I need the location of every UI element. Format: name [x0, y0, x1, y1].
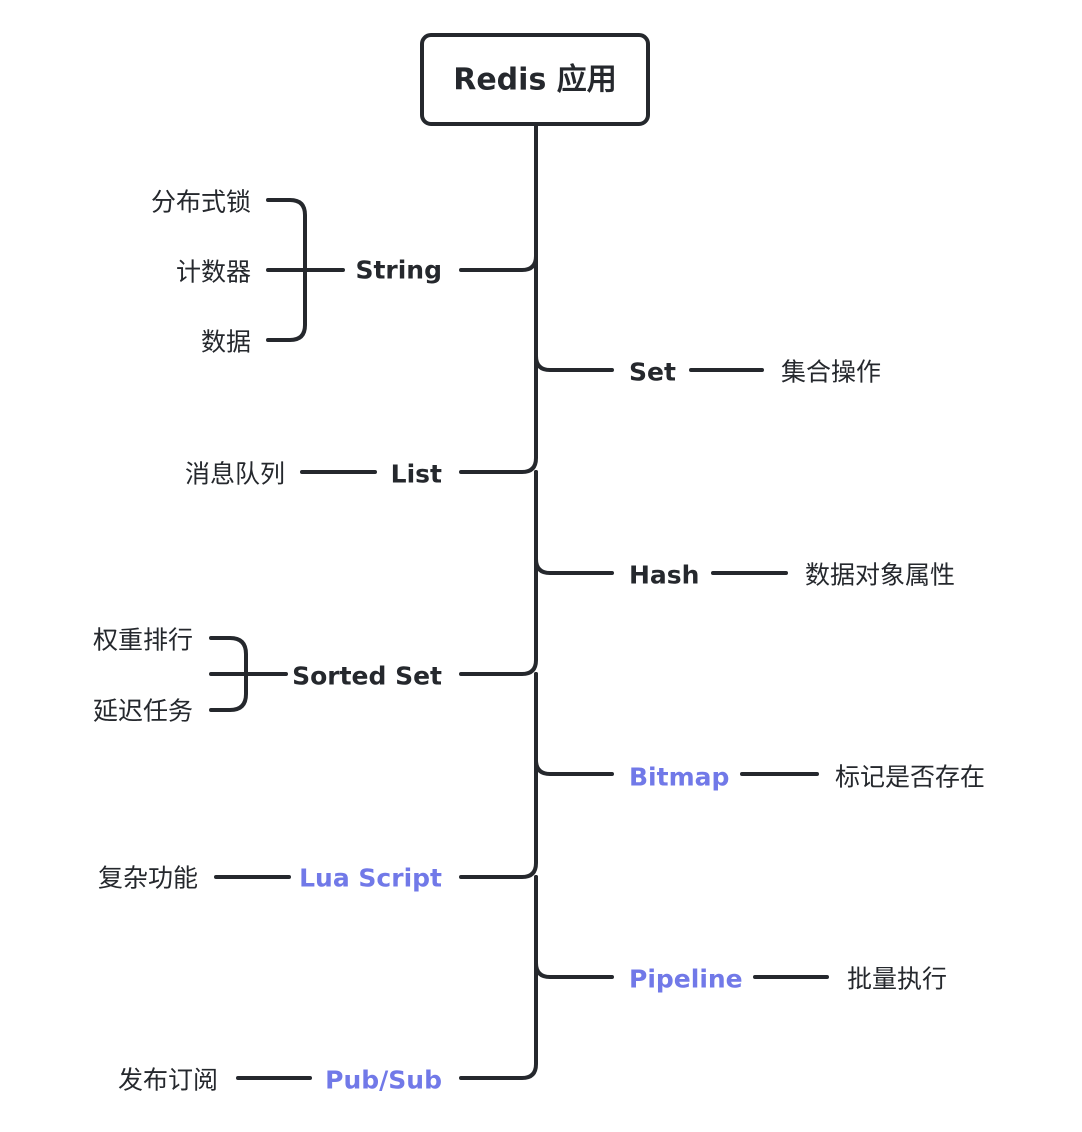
leaf-mark-exists[interactable]: 标记是否存在	[835, 763, 985, 792]
leaf-set-operations[interactable]: 集合操作	[781, 358, 881, 387]
edge-root-pipeline	[534, 875, 614, 979]
leaf-counter[interactable]: 计数器	[176, 258, 251, 287]
edge-root-sorted-set	[459, 470, 538, 676]
leaf-distributed-lock[interactable]: 分布式锁	[151, 188, 251, 217]
edge-root-lua-script	[459, 672, 538, 879]
root-box	[420, 33, 650, 126]
node-pipeline[interactable]: Pipeline	[629, 965, 743, 994]
branch-nodes: String Set List Hash Sorted Set Bitmap L…	[292, 256, 743, 1095]
edge-string-children	[266, 198, 345, 342]
edge-root-string	[459, 198, 538, 272]
node-pub-sub[interactable]: Pub/Sub	[325, 1066, 442, 1095]
edge-sorted-set-children	[209, 636, 288, 712]
leaf-batch-execution[interactable]: 批量执行	[847, 965, 947, 994]
leaf-data[interactable]: 数据	[201, 328, 251, 357]
root-label: Redis 应用	[453, 63, 617, 98]
node-set[interactable]: Set	[629, 358, 676, 387]
leaf-nodes: 分布式锁 计数器 数据 集合操作 消息队列 数据对象属性 权重排行 延迟任务 标…	[93, 188, 985, 1095]
node-sorted-set[interactable]: Sorted Set	[292, 662, 442, 691]
leaf-publish-subscribe[interactable]: 发布订阅	[118, 1066, 218, 1095]
root-node[interactable]: Redis 应用	[420, 33, 650, 126]
edge-root-hash	[534, 470, 614, 575]
leaf-message-queue[interactable]: 消息队列	[185, 460, 285, 489]
edge-root-list	[459, 268, 538, 474]
node-string[interactable]: String	[355, 256, 442, 285]
edge-root-set	[534, 268, 614, 372]
node-lua-script[interactable]: Lua Script	[299, 864, 442, 893]
leaf-delayed-task[interactable]: 延迟任务	[93, 697, 193, 726]
edges	[209, 123, 829, 1080]
leaf-object-attributes[interactable]: 数据对象属性	[805, 561, 955, 590]
node-hash[interactable]: Hash	[629, 561, 699, 590]
edge-root-pub-sub	[459, 875, 538, 1080]
node-bitmap[interactable]: Bitmap	[629, 763, 729, 792]
node-list[interactable]: List	[391, 460, 442, 489]
leaf-weighted-ranking[interactable]: 权重排行	[93, 626, 193, 655]
leaf-complex-function[interactable]: 复杂功能	[98, 864, 198, 893]
edge-root-bitmap	[534, 672, 614, 776]
